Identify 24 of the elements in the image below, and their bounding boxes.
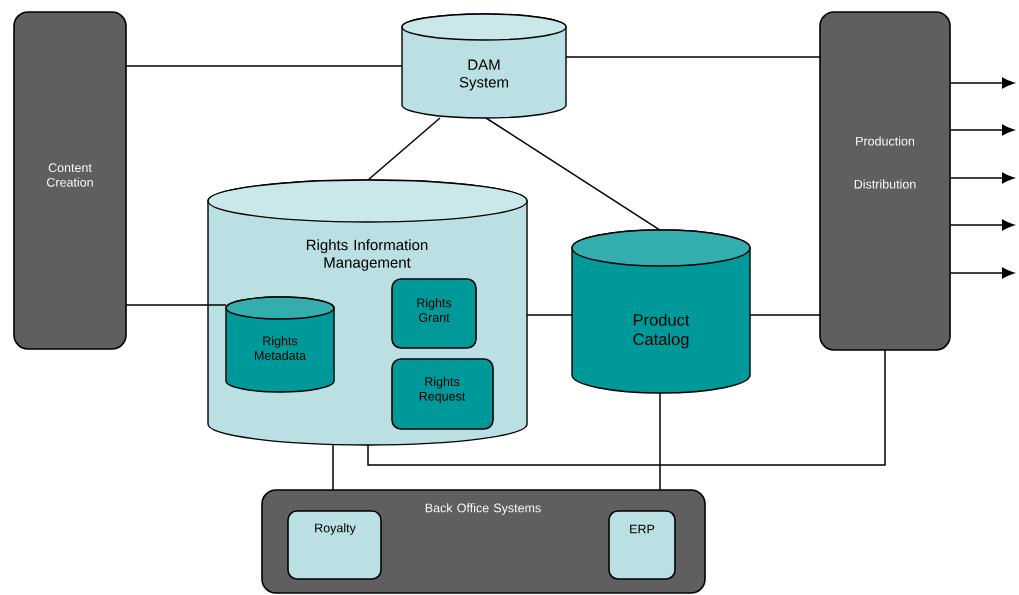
database-cylinder: Product Catalog <box>571 229 751 394</box>
connector-line <box>125 304 227 306</box>
arrow <box>949 124 1015 136</box>
database-cylinder: DAM System <box>401 13 567 119</box>
connector-line <box>367 117 441 181</box>
module-box: Rights Grant <box>391 278 477 349</box>
system-box: Content Creation <box>13 11 127 350</box>
connector-line <box>332 444 334 491</box>
arrow <box>949 267 1015 279</box>
connector-line <box>659 392 661 491</box>
arrow <box>949 219 1015 231</box>
connector-line <box>485 117 661 231</box>
module-box: ERP <box>608 510 676 580</box>
module-box: Royalty <box>287 510 382 580</box>
arrow <box>949 172 1015 184</box>
system-box: Production Distribution <box>819 11 951 351</box>
connector-line <box>565 56 821 58</box>
database-cylinder: Rights Metadata <box>225 296 335 393</box>
connector-line <box>749 314 821 316</box>
module-box: Rights Request <box>391 358 494 430</box>
arrow <box>949 77 1015 89</box>
connector-line <box>367 349 886 466</box>
connector-line <box>526 314 573 316</box>
connector-line <box>125 65 403 67</box>
